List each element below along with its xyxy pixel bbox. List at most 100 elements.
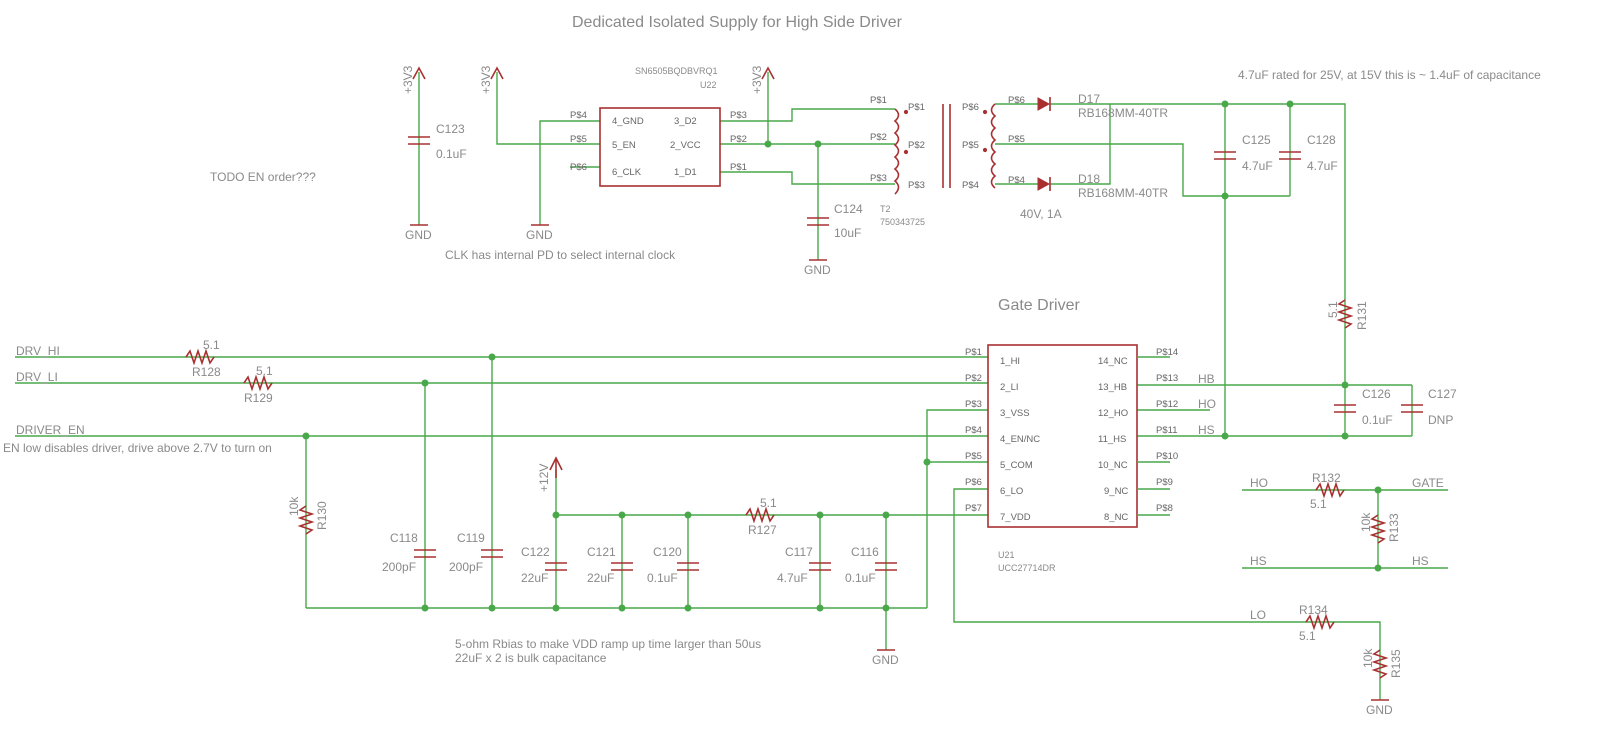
u22-ref: U22 (700, 80, 717, 90)
svg-text:11_HS: 11_HS (1098, 434, 1126, 445)
svg-text:P$12: P$12 (1156, 399, 1178, 410)
en-low-note: EN low disables driver, drive above 2.7V… (3, 441, 272, 455)
c125-capacitor: C125 4.7uF (1214, 133, 1273, 173)
power-symbol-3v3-b: +3V3 (479, 65, 504, 94)
svg-text:4.7uF: 4.7uF (1307, 159, 1338, 173)
junctions (302, 100, 1382, 612)
svg-text:4_EN/NC: 4_EN/NC (1000, 434, 1040, 445)
svg-text:5.1: 5.1 (256, 364, 273, 378)
svg-text:DNP: DNP (1428, 413, 1453, 427)
svg-text:5_EN: 5_EN (612, 140, 636, 151)
svg-text:200pF: 200pF (382, 560, 416, 574)
svg-text:0.1uF: 0.1uF (647, 571, 678, 585)
r127-resistor: 5.1 R127 (745, 496, 777, 537)
svg-text:10uF: 10uF (834, 226, 861, 240)
svg-text:P$9: P$9 (1156, 477, 1173, 488)
u21-chip: 1_HI 2_LI 3_VSS 4_EN/NC 5_COM 6_LO 7_VDD… (965, 344, 1178, 573)
net-label-hs-2: HS (1250, 554, 1267, 568)
c119-capacitor: C119 200pF (449, 531, 503, 574)
svg-text:5.1: 5.1 (1299, 629, 1316, 643)
gnd-symbol-c124: GND (804, 259, 831, 277)
r129-resistor: 5.1 R129 (243, 364, 273, 405)
svg-text:P$3: P$3 (870, 173, 887, 184)
net-label-lo: LO (1250, 608, 1266, 622)
svg-text:22uF: 22uF (521, 571, 548, 585)
svg-text:GND: GND (1366, 703, 1393, 717)
svg-text:+12V: +12V (537, 464, 551, 492)
svg-text:10k: 10k (1359, 512, 1373, 532)
c126-capacitor: C126 0.1uF (1334, 387, 1393, 427)
c128-capacitor: C128 4.7uF (1279, 133, 1338, 173)
svg-text:C119: C119 (457, 531, 485, 545)
svg-text:R135: R135 (1389, 649, 1403, 678)
svg-text:P$1: P$1 (965, 347, 982, 358)
svg-text:7_VDD: 7_VDD (1000, 512, 1031, 523)
svg-text:P$4: P$4 (962, 180, 979, 191)
svg-text:5.1: 5.1 (1326, 301, 1340, 318)
c118-capacitor: C118 200pF (382, 531, 436, 574)
c116-capacitor: C116 0.1uF (845, 545, 897, 585)
r132-resistor: R132 5.1 (1310, 471, 1345, 511)
gate-wires (15, 356, 1448, 700)
r133-resistor: 10k R133 (1359, 512, 1401, 544)
u22-chip: SN6505BQDBVRQ1 U22 4_GND 5_EN 6_CLK 3_D2… (570, 66, 747, 187)
u22-part: SN6505BQDBVRQ1 (635, 66, 718, 76)
u21-part: UCC27714DR (998, 563, 1056, 573)
svg-text:9_NC: 9_NC (1104, 486, 1128, 497)
svg-text:6_LO: 6_LO (1000, 486, 1023, 497)
c120-capacitor: C120 0.1uF (647, 545, 699, 585)
svg-text:R131: R131 (1355, 301, 1369, 330)
svg-text:P$6: P$6 (1008, 95, 1025, 106)
svg-text:8_NC: 8_NC (1104, 512, 1128, 523)
todo-note: TODO EN order??? (210, 170, 316, 184)
svg-text:P$4: P$4 (1008, 175, 1025, 186)
r128-resistor: 5.1 R128 (185, 338, 221, 379)
svg-text:P$2: P$2 (908, 140, 925, 151)
svg-text:C121: C121 (587, 545, 616, 559)
gnd-symbol-c123: GND (405, 224, 432, 242)
svg-text:R127: R127 (748, 523, 777, 537)
r134-resistor: R134 5.1 (1299, 603, 1335, 643)
svg-text:P$1: P$1 (908, 102, 925, 113)
net-label-hs-3: HS (1412, 554, 1429, 568)
svg-text:GND: GND (526, 228, 553, 242)
svg-text:C128: C128 (1307, 133, 1336, 147)
svg-text:0.1uF: 0.1uF (1362, 413, 1393, 427)
c117-capacitor: C117 4.7uF (777, 545, 831, 585)
r131-resistor: 5.1 R131 (1326, 299, 1369, 330)
voltage-note: 40V, 1A (1020, 207, 1062, 221)
svg-text:R128: R128 (192, 365, 221, 379)
clk-note: CLK has internal PD to select internal c… (445, 248, 676, 262)
c124-capacitor: C124 10uF (807, 202, 863, 240)
svg-text:R134: R134 (1299, 603, 1328, 617)
svg-text:+3V3: +3V3 (750, 65, 764, 94)
r130-resistor: 10k R130 (287, 496, 329, 535)
svg-text:C116: C116 (851, 545, 879, 559)
supply-title: Dedicated Isolated Supply for High Side … (572, 14, 903, 31)
svg-text:C125: C125 (1242, 133, 1271, 147)
svg-text:P$14: P$14 (1156, 347, 1178, 358)
t2-ref: T2 (880, 204, 891, 214)
gnd-symbol-u22: GND (526, 224, 553, 242)
svg-text:+3V3: +3V3 (401, 65, 415, 94)
power-symbol-3v3-a: +3V3 (401, 65, 426, 94)
svg-text:5.1: 5.1 (203, 338, 220, 352)
d17-diode: D17 RB168MM-40TR (1037, 92, 1168, 120)
r135-resistor: 10k R135 (1361, 648, 1403, 679)
t2-part: 750343725 (880, 217, 925, 227)
net-label-ho-2: HO (1250, 476, 1268, 490)
svg-text:GND: GND (872, 653, 899, 667)
svg-text:2_LI: 2_LI (1000, 382, 1019, 393)
cap-rating-note: 4.7uF rated for 25V, at 15V this is ~ 1.… (1238, 68, 1541, 82)
net-label-gate: GATE (1412, 476, 1444, 490)
net-label-drv-li: DRV_LI (16, 370, 58, 384)
svg-text:C120: C120 (653, 545, 682, 559)
gate-driver-title: Gate Driver (998, 297, 1080, 314)
svg-text:P$4: P$4 (570, 110, 587, 121)
svg-text:5.1: 5.1 (1310, 497, 1327, 511)
svg-text:10_NC: 10_NC (1098, 460, 1128, 471)
svg-text:P$7: P$7 (965, 503, 982, 514)
svg-text:200pF: 200pF (449, 560, 483, 574)
